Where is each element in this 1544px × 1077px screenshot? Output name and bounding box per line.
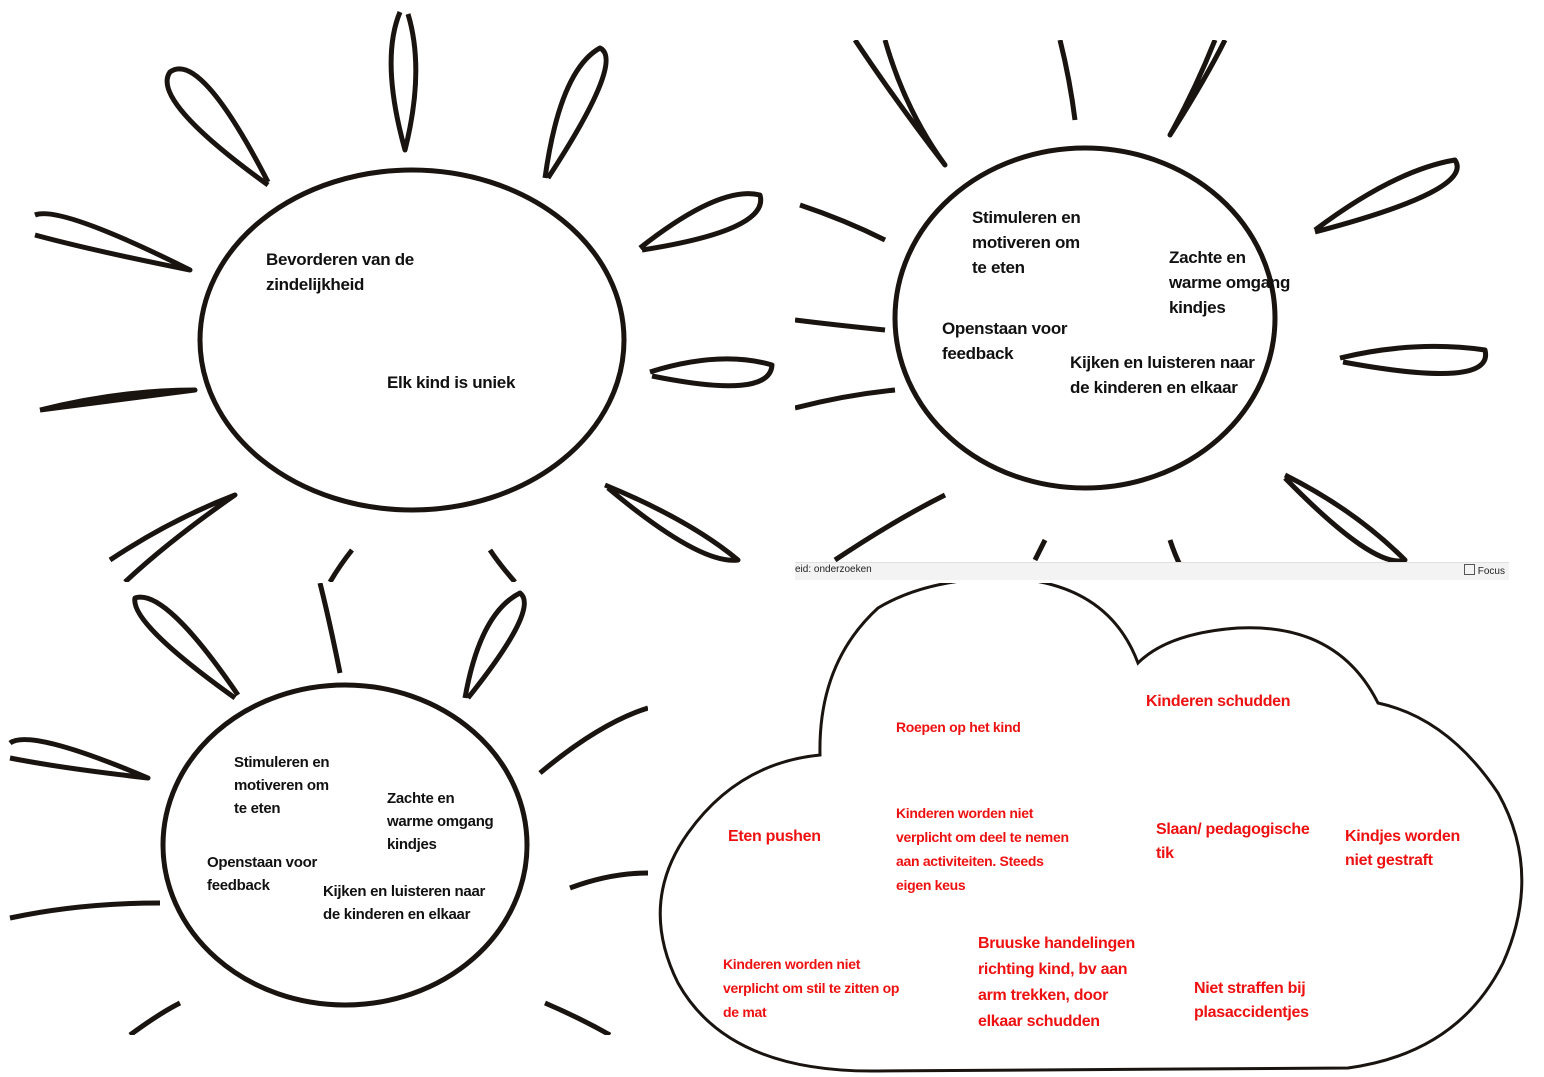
cloud-label: Kinderen worden niet verplicht om stil t…: [723, 956, 900, 1020]
sun-ray: [108, 492, 238, 582]
sun-ray: [462, 590, 527, 700]
sun-ray: [1032, 538, 1048, 562]
sun-ray: [799, 202, 887, 243]
cloud-label: Kinderen worden niet verplicht om deel t…: [896, 805, 1069, 893]
sun-ray: [487, 548, 517, 582]
sun-ray: [39, 387, 198, 413]
sun-ray: [164, 66, 271, 188]
sun-ray: [538, 705, 648, 775]
cloud-label: Kindjes worden niet gestraft: [1345, 828, 1460, 869]
sun-panel-2: Stimuleren en motiveren om te eten Zacht…: [795, 40, 1509, 580]
cloud-drawing: [658, 583, 1524, 1073]
sun-ray: [1167, 40, 1228, 138]
sun-label: Openstaan voor feedback: [942, 319, 1068, 363]
sun-drawing-1: [34, 11, 775, 582]
sun-label: Openstaan voor feedback: [207, 854, 317, 894]
sun-panel-1: Bevorderen van de zindelijkheid Elk kind…: [0, 0, 780, 582]
cloud-label: Roepen op het kind: [896, 719, 1021, 735]
cloud-label: Bruuske handelingen richting kind, bv aa…: [978, 935, 1135, 1030]
sun-ray: [8, 737, 151, 781]
sun-ray: [327, 548, 354, 582]
sun-ray: [649, 356, 775, 389]
sun-label: Elk kind is uniek: [387, 373, 516, 392]
focus-button[interactable]: Focus: [1463, 564, 1505, 577]
sun-label: Kijken en luisteren naar de kinderen en …: [1070, 353, 1255, 397]
cloud-label: Eten pushen: [728, 828, 821, 845]
sun-label: Stimuleren en motiveren om te eten: [972, 208, 1081, 277]
sun-label: Zachte en warme omgang kindjes: [1169, 248, 1291, 317]
status-bar: eid: onderzoeken Focus: [795, 562, 1509, 580]
sun-panel-3: Stimuleren en motiveren om te eten Zacht…: [0, 583, 648, 1035]
cloud-panel: Kinderen schudden Roepen op het kind Ete…: [648, 583, 1544, 1077]
sun-ray: [1057, 40, 1078, 121]
sun-ray: [833, 492, 947, 563]
sun-ray: [1313, 157, 1460, 235]
focus-label: Focus: [1477, 566, 1505, 577]
sun-label: Bevorderen van de zindelijkheid: [266, 250, 414, 294]
sun-label: Stimuleren en motiveren om te eten: [234, 754, 330, 817]
focus-icon: [1463, 564, 1475, 575]
status-text: eid: onderzoeken: [795, 564, 872, 575]
sun-ray: [604, 482, 741, 563]
sun-ray: [317, 583, 343, 674]
sun-ray: [569, 870, 648, 891]
sun-ray: [9, 900, 161, 921]
sun-label: Zachte en warme omgang kindjes: [387, 790, 494, 853]
sun-ray: [638, 191, 764, 253]
cloud-label: Kinderen schudden: [1146, 693, 1291, 710]
sun-ray: [795, 317, 886, 333]
sun-circle: [160, 682, 530, 1008]
sun-ray: [388, 11, 419, 153]
sun-ray: [544, 1000, 612, 1035]
cloud-label: Niet straffen bij plasaccidentjes: [1194, 980, 1309, 1021]
sun-circle: [197, 167, 627, 513]
sun-circle: [892, 145, 1278, 491]
cloud-outline: [658, 583, 1524, 1073]
sun-label: Kijken en luisteren naar de kinderen en …: [323, 883, 486, 923]
sun-ray: [1283, 472, 1408, 564]
sun-drawing-2: [795, 40, 1489, 567]
sun-ray: [852, 40, 948, 168]
sun-drawing-3: [8, 583, 648, 1035]
sun-ray: [34, 211, 193, 273]
sun-ray: [132, 594, 241, 701]
sun-ray: [542, 45, 609, 180]
sun-ray: [795, 387, 896, 411]
cloud-label: Slaan/ pedagogische tik: [1156, 821, 1310, 862]
sun-ray: [128, 1000, 182, 1035]
sun-ray: [1339, 343, 1489, 377]
